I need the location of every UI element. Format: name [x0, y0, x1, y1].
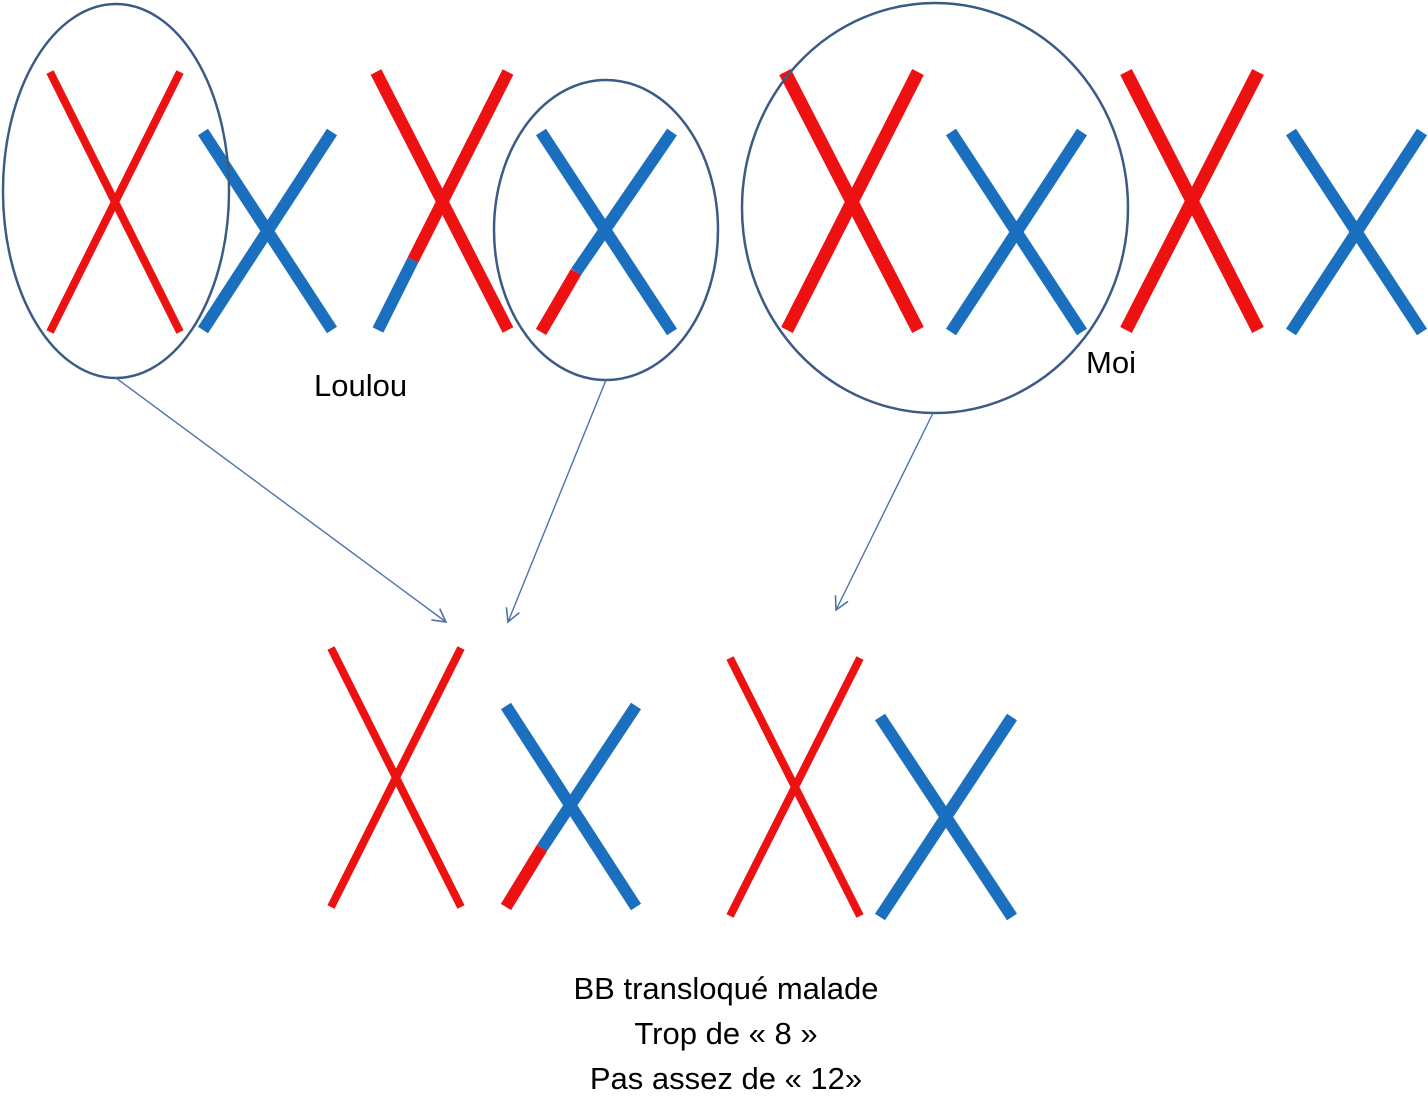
chromosome-top-8-blue — [1285, 128, 1428, 336]
oval-loulou-normal — [1, 2, 231, 380]
caption-line-3: Pas assez de « 12» — [589, 1061, 863, 1096]
label-loulou: Loulou — [314, 368, 408, 403]
arrow-2 — [505, 379, 607, 624]
caption-line-1: BB transloqué malade — [573, 971, 879, 1006]
chromosome-child-2-blue-translocated — [500, 702, 642, 911]
inheritance-arrows — [115, 377, 934, 624]
chromosome-top-1-red — [46, 70, 184, 334]
oval-moi-pair — [740, 1, 1130, 415]
chromosome-child-3-red — [726, 656, 864, 918]
selection-outlines — [1, 1, 1130, 415]
chromosome-top-6-blue — [945, 128, 1088, 336]
caption-line-2: Trop de « 8 » — [634, 1016, 818, 1051]
caption: BB transloqué malade Trop de « 8 » Pas a… — [500, 966, 952, 1101]
chromosome-top-7-red — [1120, 69, 1264, 333]
chromosome-child-4-blue — [874, 713, 1018, 921]
label-moi: Moi — [1086, 345, 1136, 380]
chromosome-child-1-red — [327, 646, 465, 909]
chromosome-top-3-red-translocated — [370, 69, 514, 333]
chromosome-top-4-blue-translocated — [535, 128, 678, 336]
arrow-1 — [115, 377, 448, 624]
chromosome-top-2-blue — [197, 128, 338, 334]
arrow-3 — [834, 412, 934, 612]
chromosome-top-5-red — [779, 69, 924, 333]
